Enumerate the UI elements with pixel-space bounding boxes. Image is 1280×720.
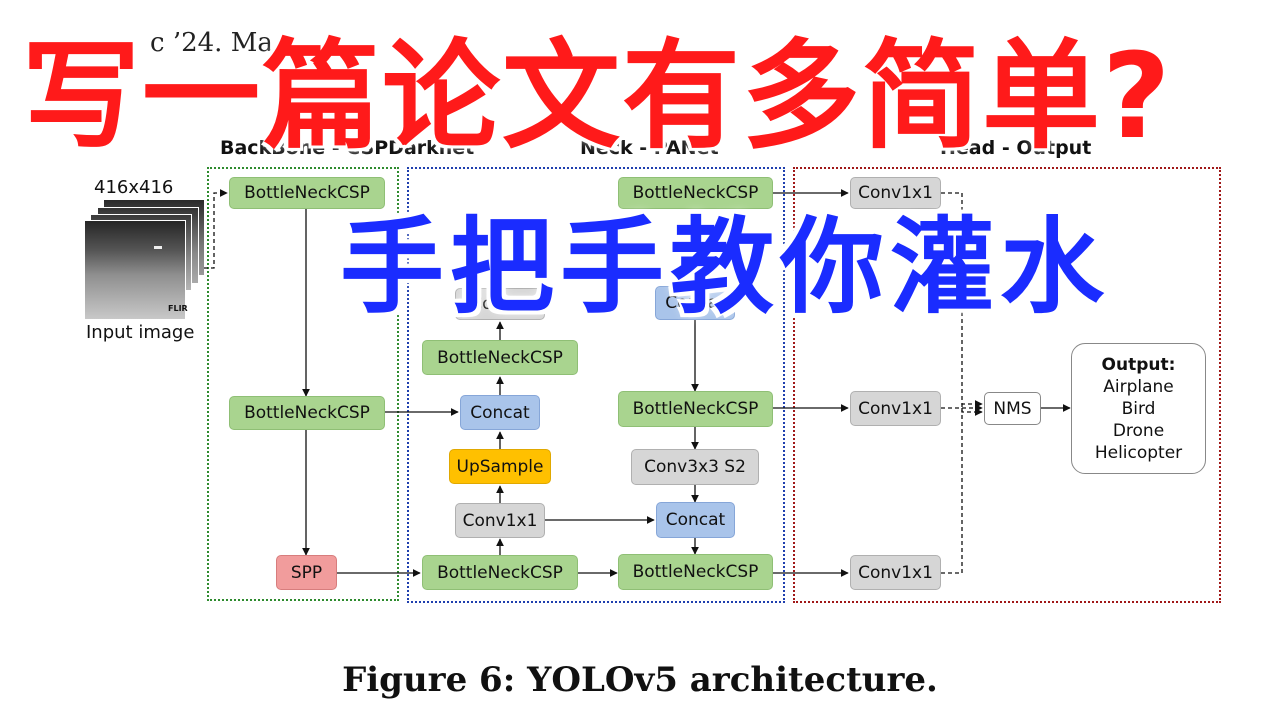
output-class: Helicopter xyxy=(1094,443,1183,463)
head-conv1x1-top: Conv1x1 xyxy=(850,177,941,209)
head-conv1x1-bottom: Conv1x1 xyxy=(850,555,941,590)
output-class: Drone xyxy=(1112,421,1165,441)
neck-bottleneck-top: BottleNeckCSP xyxy=(422,340,578,375)
neck-upsample: UpSample xyxy=(449,449,551,484)
neck-right-bottleneck-mid: BottleNeckCSP xyxy=(618,391,773,427)
flir-logo: FLIR xyxy=(168,304,188,313)
neck-conv3x3-s2: Conv3x3 S2 xyxy=(631,449,759,485)
overlay-title: 写一篇论文有多简单? xyxy=(22,27,1173,165)
neck-bottleneck-bottom: BottleNeckCSP xyxy=(422,555,578,590)
spp-block: SPP xyxy=(276,555,337,590)
input-size-label: 416x416 xyxy=(94,177,174,198)
neck-concat-mid: Concat xyxy=(460,395,540,430)
neck-right-concat-top: Concat xyxy=(655,286,735,320)
neck-title: Neck - PANet xyxy=(580,137,719,159)
head-section xyxy=(793,167,1221,603)
input-image: FLIR xyxy=(84,200,204,320)
head-title: Head - Output xyxy=(940,137,1092,159)
figure-caption: Figure 6: YOLOv5 architecture. xyxy=(342,660,938,700)
output-class: Bird xyxy=(1121,399,1156,419)
backbone-bottleneck-1: BottleNeckCSP xyxy=(229,177,385,209)
output-box: Output: Airplane Bird Drone Helicopter xyxy=(1071,343,1206,474)
input-image-caption: Input image xyxy=(86,322,195,343)
neck-right-concat-bottom: Concat xyxy=(656,502,735,538)
head-conv1x1-mid: Conv1x1 xyxy=(850,391,941,426)
neck-section xyxy=(407,167,785,603)
nms-block: NMS xyxy=(984,392,1041,425)
backbone-bottleneck-2: BottleNeckCSP xyxy=(229,396,385,430)
output-title: Output: xyxy=(1101,355,1176,375)
neck-conv1x1: Conv1x1 xyxy=(455,503,545,538)
backbone-section xyxy=(207,167,399,601)
neck-concat-top: Concat xyxy=(455,288,545,320)
neck-right-bottleneck-top: BottleNeckCSP xyxy=(618,177,773,209)
output-class: Airplane xyxy=(1103,377,1174,397)
overlay-subtitle: 手把手教你灌水 xyxy=(340,206,1111,328)
backbone-title: BackBone - CSPDarknet xyxy=(220,137,475,159)
paper-header-fragment: c ’24. Ma xyxy=(150,28,273,58)
neck-right-bottleneck-bottom: BottleNeckCSP xyxy=(618,554,773,590)
